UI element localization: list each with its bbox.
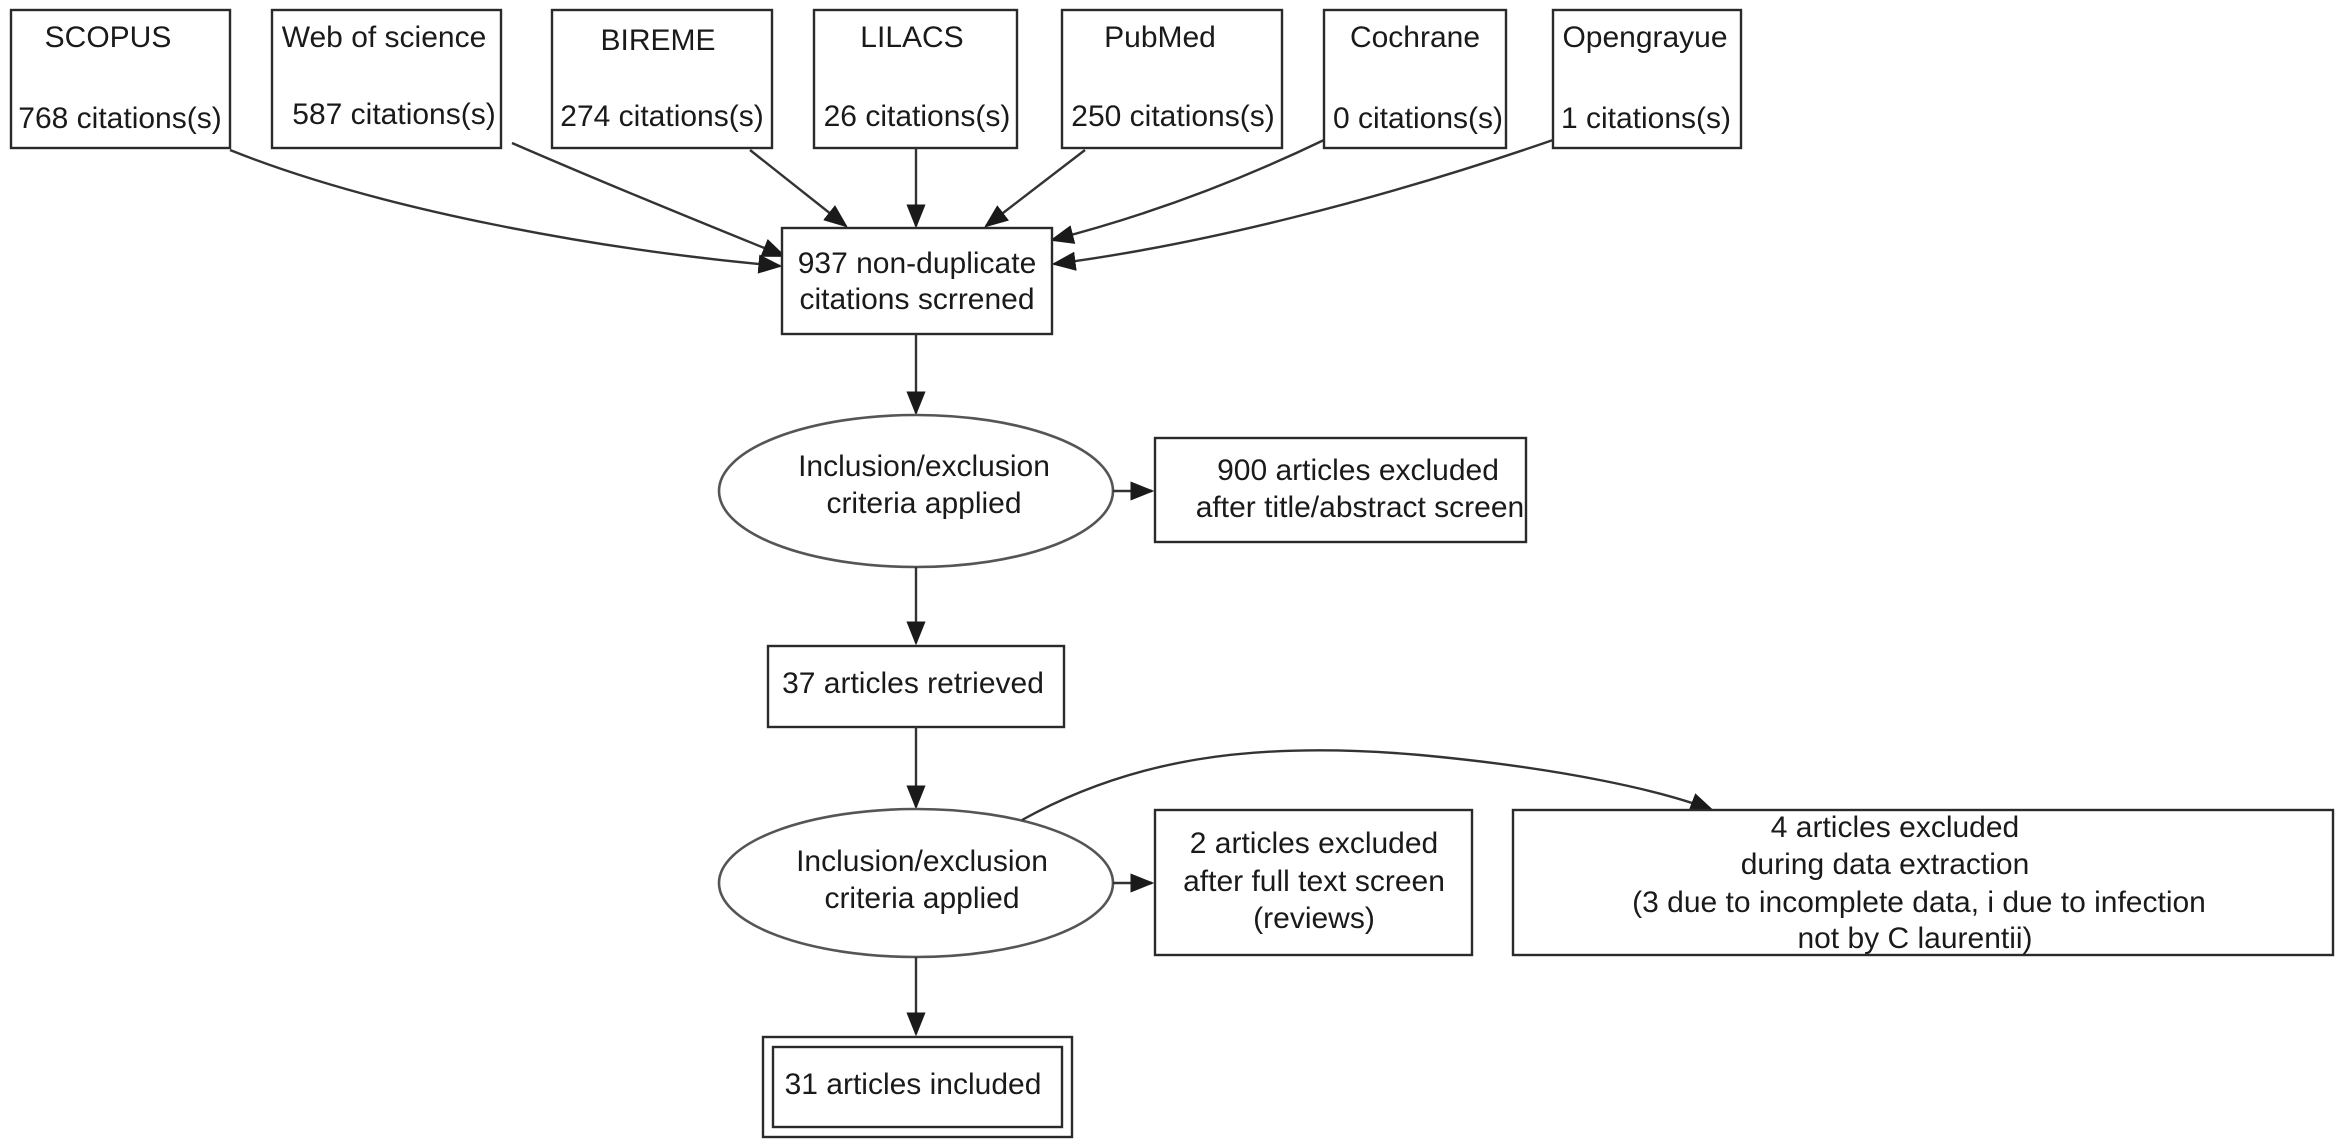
screened-node: 937 non-duplicate citations scrrened — [780, 226, 1054, 336]
included-node: 31 articles included — [761, 1035, 1074, 1139]
excluded-label: during data extraction — [1741, 848, 2030, 881]
included-label: 31 articles included — [785, 1068, 1042, 1101]
source-node-pubmed: PubMed 250 citations(s) — [1060, 8, 1284, 150]
criteria-label: Inclusion/exclusion — [798, 450, 1050, 483]
excluded-label: not by C laurentii) — [1797, 922, 2032, 955]
source-node-bireme: BIREME 274 citations(s) — [550, 8, 774, 150]
source-node-scopus: SCOPUS 768 citations(s) — [9, 8, 232, 150]
edge-opengrayue-to-screened — [1051, 138, 1554, 271]
source-node-lilacs: LILACS 26 citations(s) — [812, 8, 1019, 150]
source-node-web-of-science: Web of science 587 citations(s) — [270, 8, 503, 150]
edge-cochrane-to-screened — [1049, 138, 1325, 244]
source-node-cochrane: Cochrane 0 citations(s) — [1322, 8, 1508, 150]
edge-wos-to-screened — [511, 141, 787, 258]
retrieved-label: 37 articles retrieved — [782, 667, 1044, 700]
edge-pubmed-to-screened — [984, 149, 1086, 228]
excluded-full-text-node: 2 articles excluded after full text scre… — [1153, 808, 1474, 957]
source-count: 587 citations(s) — [292, 98, 495, 131]
excluded-label: after full text screen — [1183, 865, 1445, 898]
source-name: Web of science — [282, 21, 487, 54]
criteria-node-2: Inclusion/exclusion criteria applied — [717, 807, 1115, 959]
excluded-title-abstract-node: 900 articles excluded after title/abstra… — [1153, 436, 1528, 544]
source-count: 26 citations(s) — [824, 100, 1011, 133]
source-name: Cochrane — [1350, 21, 1480, 54]
criteria-label: Inclusion/exclusion — [796, 845, 1048, 878]
screened-label: citations scrrened — [799, 283, 1034, 316]
source-count: 768 citations(s) — [18, 102, 221, 135]
edge-bireme-to-screened — [749, 149, 848, 228]
source-node-opengrayue: Opengrayue 1 citations(s) — [1551, 8, 1743, 150]
criteria-node-1: Inclusion/exclusion criteria applied — [717, 413, 1115, 569]
excluded-label: (3 due to incomplete data, i due to infe… — [1632, 886, 2206, 919]
excluded-data-extraction-node: 4 articles excluded during data extracti… — [1511, 808, 2335, 957]
criteria-label: criteria applied — [826, 487, 1021, 520]
source-name: Opengrayue — [1562, 21, 1727, 54]
source-name: SCOPUS — [45, 21, 172, 54]
edge-scopus-to-screened — [229, 148, 783, 274]
source-count: 274 citations(s) — [560, 100, 763, 133]
source-name: BIREME — [600, 24, 715, 57]
excluded-label: 4 articles excluded — [1771, 811, 2019, 844]
source-count: 250 citations(s) — [1071, 100, 1274, 133]
source-name: LILACS — [860, 21, 963, 54]
excluded-label: 2 articles excluded — [1190, 827, 1438, 860]
excluded-label: after title/abstract screen — [1196, 491, 1524, 524]
source-count: 1 citations(s) — [1561, 102, 1731, 135]
excluded-label: (reviews) — [1253, 902, 1375, 935]
excluded-label: 900 articles excluded — [1217, 454, 1499, 487]
criteria-label: criteria applied — [824, 882, 1019, 915]
retrieved-node: 37 articles retrieved — [766, 644, 1066, 729]
source-name: PubMed — [1104, 21, 1216, 54]
edge-criteria-2-to-excluded-extraction — [1021, 749, 1715, 822]
screened-label: 937 non-duplicate — [798, 247, 1037, 280]
source-count: 0 citations(s) — [1333, 102, 1503, 135]
